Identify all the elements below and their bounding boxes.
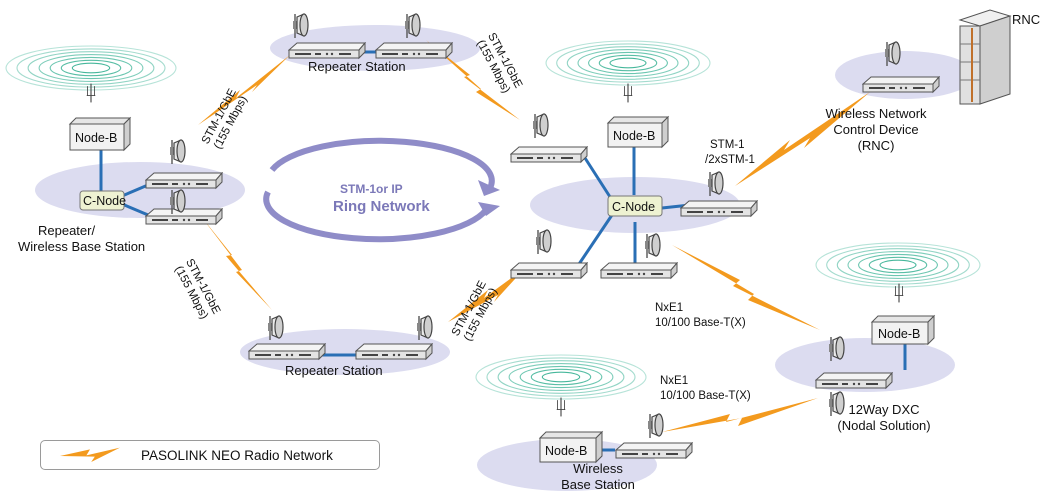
link-label-rnc-line2: /2xSTM-1 [705,154,755,166]
coverage-ring [5,45,177,91]
repeater-wbs-label-line1: Repeater/ [38,223,95,238]
site-ellipses [35,25,975,491]
radio-link-wbs-to-top [198,55,290,125]
link-label-dxc-line2: 10/100 Base-T(X) [655,317,746,329]
coverage-wbs-bottom [475,354,647,400]
coverage-ring [519,365,603,389]
dxc-label-line2: (Nodal Solution) [837,418,930,433]
coverage-ring [508,363,614,391]
coverage-ring [71,62,111,74]
link-label-wbs-line2: 10/100 Base-T(X) [660,390,751,402]
link-label-bottom-hub: STM-1/GbE (155 Mbps) [450,279,500,344]
link-label-wbs-line1: NxE1 [660,375,688,387]
c-node-label-hub: C-Node [612,200,655,214]
repeater-station-top-label: Repeater Station [308,59,406,74]
coverage-ring [826,245,970,285]
node-b-label-hub: Node-B [613,129,655,143]
rnc-title-label: RNC [1012,12,1040,27]
radio-link-wbs-to-dxc [662,398,818,432]
dxc-label-line1: 12Way DXC [848,402,919,417]
radio-link-wbs-to-bottom [200,215,272,310]
coverage-wbs-left [5,45,177,91]
coverage-hub [545,40,711,86]
link-label-dxc-line1: NxE1 [655,302,683,314]
legend-label: PASOLINK NEO Radio Network [141,448,333,463]
link-label-top-hub: STM-1/GbE (155 Mbps) [474,31,524,95]
ring-label-line1: STM-1or IP [340,182,403,196]
radio-link-hub-to-dxc [672,245,820,330]
coverage-ring [566,46,690,80]
rnc-rack [958,9,1012,105]
node-b-box-left [68,116,132,152]
coverage-dxc [815,242,981,288]
node-b-label-left: Node-B [75,131,117,145]
radio-links [198,40,870,432]
rnc-label-line2: Control Device [833,122,918,137]
coverage-ring [609,57,647,69]
coverage-ring [598,54,658,72]
legend: PASOLINK NEO Radio Network [40,440,380,470]
coverage-ring [815,242,981,288]
link-label-wbs-bottom: STM-1/GbE (155 Mbps) [172,257,222,321]
coverage-ring [497,360,625,394]
rnc-label-line3: (RNC) [858,138,895,153]
coverage-ring [27,51,155,85]
site-ellipse-repeater-bottom [240,329,450,375]
site-ellipse-wbs [477,439,657,491]
coverage-ring [530,368,592,386]
site-ellipse-repeater-top [270,25,480,71]
c-node-label-left: C-Node [83,194,126,208]
coverage-ring [868,256,928,274]
radio-link-top-to-hub [426,40,520,120]
coverage-ring [541,371,581,383]
coverage-ring [836,248,960,282]
node-b-box-dxc [870,314,936,346]
coverage-ring [49,56,133,80]
node-b-label-wbs: Node-B [545,444,587,458]
node-b-box-hub [606,115,670,149]
radio-link-bottom-to-hub [448,268,525,322]
coverage-ring [38,54,144,82]
coverage-ring [486,357,636,397]
coverage-ring [475,354,647,400]
coverage-ring [858,253,938,277]
coverage-ring [556,43,700,83]
c-node-box-hub [607,195,663,217]
coverage-ring [60,59,122,77]
wbs-label-line2: Base Station [561,477,635,492]
link-label-wbs-top: STM-1/GbE (155 Mbps) [200,87,250,152]
radio-coverage-layer [5,40,981,400]
ring-network-arrows [263,137,500,243]
coverage-ring [879,259,917,271]
ring-label-line2: Ring Network [333,198,430,215]
coverage-ring [588,51,668,75]
lightning-bolt-icon [60,447,120,462]
repeater-wbs-label-line2: Wireless Base Station [18,239,145,254]
node-b-label-dxc: Node-B [878,327,920,341]
coverage-ring [847,251,949,279]
radio-link-hub-to-rnc [735,92,870,186]
node-b-box-wbs [538,430,604,464]
coverage-ring [577,49,679,77]
c-node-box-left [79,190,125,211]
coverage-ring [545,40,711,86]
wbs-label-line1: Wireless [573,461,623,476]
rnc-label-line1: Wireless Network [825,106,927,121]
repeater-station-bottom-label: Repeater Station [285,363,383,378]
link-label-rnc-line1: STM-1 [710,139,745,151]
node-b-boxes [68,115,936,464]
